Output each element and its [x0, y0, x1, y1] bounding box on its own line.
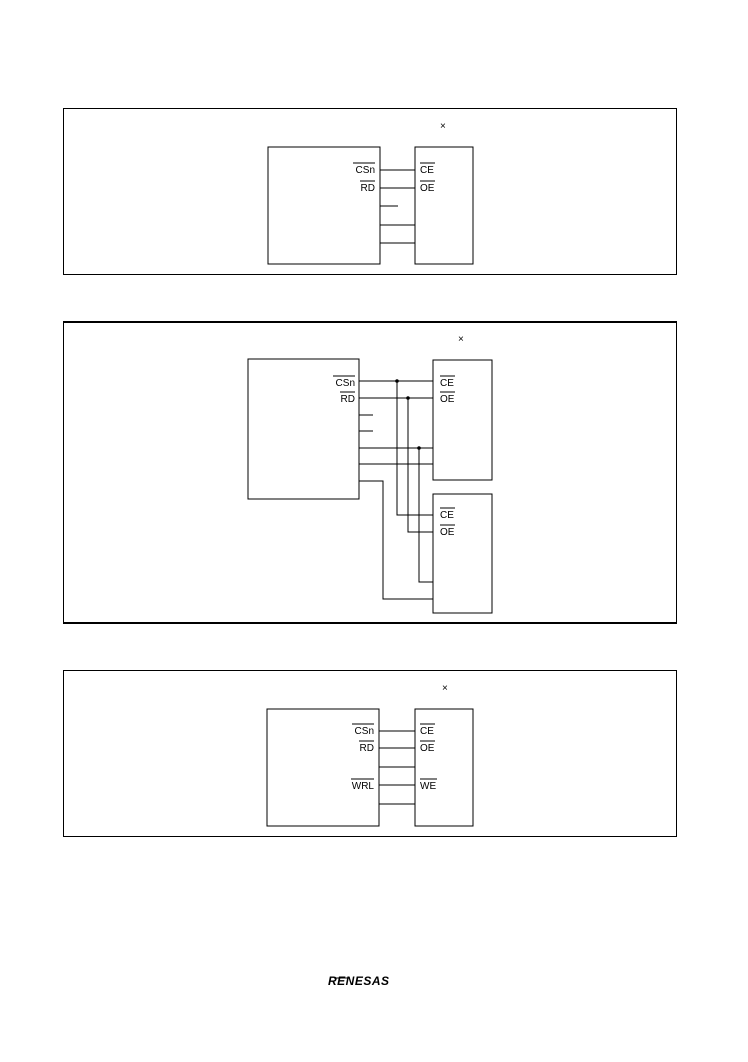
figure-3-frame: × CSn RD WRL CE OE WE — [63, 670, 677, 837]
fig2-wire-address-chip2 — [418, 448, 433, 583]
fig2-controller-block — [247, 358, 360, 500]
fig2-chip1-label-oe: OE — [440, 394, 455, 405]
fig3-label-oe: OE — [420, 743, 435, 754]
fig2-label-rd: RD — [341, 394, 355, 405]
fig2-wire-csn-chip2 — [396, 381, 433, 516]
fig1-controller-block — [267, 146, 381, 265]
figure-1-frame: × CSn RD CE OE — [63, 108, 677, 275]
fig2-label-csn: CSn — [336, 378, 355, 389]
figure-2-diagram: × CSn RD CE OE CE OE — [247, 334, 493, 614]
figure-2-frame: × CSn RD CE OE CE OE — [63, 321, 677, 624]
fig2-memory-block-1 — [432, 359, 493, 481]
fig1-label-rd: RD — [361, 183, 375, 194]
fig2-chip2-label-oe: OE — [440, 527, 455, 538]
fig3-memory-block — [414, 708, 474, 827]
fig3-controller-block — [266, 708, 380, 827]
fig2-chip1-label-ce: CE — [440, 378, 454, 389]
fig1-label-csn: CSn — [356, 165, 375, 176]
fig1-label-ce: CE — [420, 165, 434, 176]
renesas-logo-mark: RENESAS — [328, 974, 390, 988]
figure-2-marker: × — [458, 334, 464, 345]
figure-1-diagram: × CSn RD CE OE — [267, 121, 474, 265]
fig1-label-oe: OE — [420, 183, 435, 194]
fig2-wire-data-2 — [359, 480, 433, 600]
fig3-label-csn: CSn — [355, 726, 374, 737]
renesas-logo: RENESAS — [326, 973, 416, 989]
figure-3-diagram: × CSn RD WRL CE OE WE — [266, 683, 474, 827]
fig3-label-ce: CE — [420, 726, 434, 737]
renesas-logo-text: RENESAS — [328, 974, 390, 988]
fig2-chip2-label-ce: CE — [440, 510, 454, 521]
fig2-wire-rd-chip2 — [407, 398, 433, 533]
fig2-memory-block-2 — [432, 493, 493, 614]
fig3-label-we: WE — [420, 781, 436, 792]
fig3-label-rd: RD — [360, 743, 374, 754]
fig1-memory-block — [414, 146, 474, 265]
figure-3-marker: × — [442, 683, 448, 694]
figure-1-marker: × — [440, 121, 446, 132]
fig3-label-wrl: WRL — [352, 781, 375, 792]
